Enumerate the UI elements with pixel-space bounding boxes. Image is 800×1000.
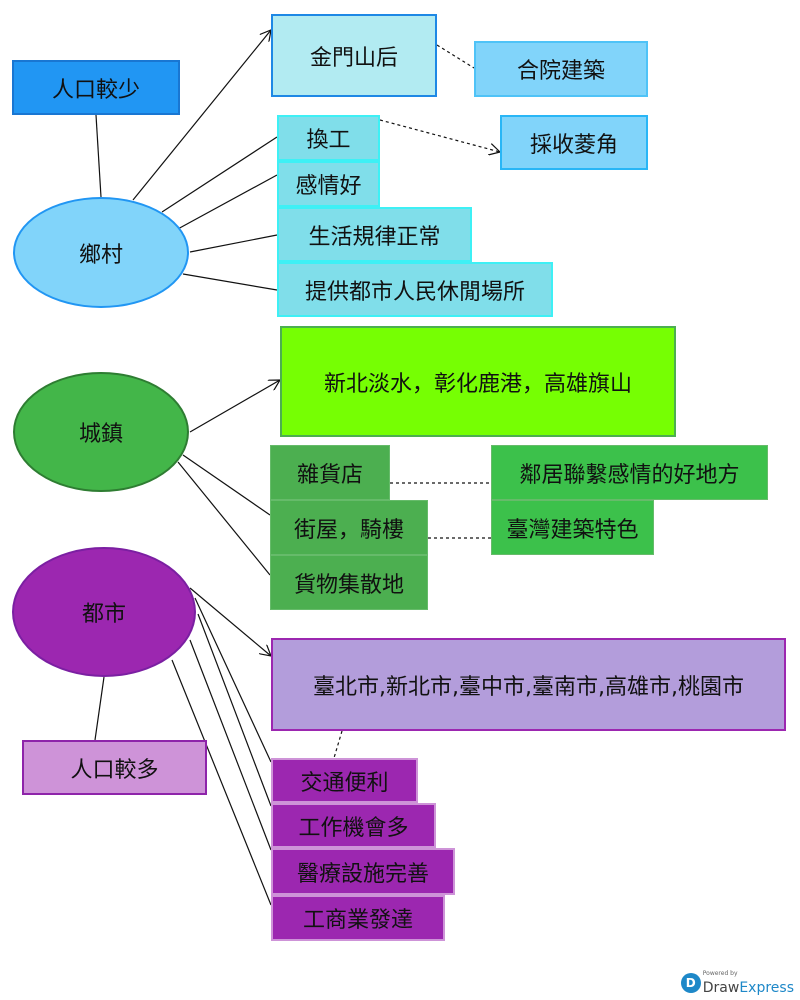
city-center-node[interactable]: 都市: [12, 547, 196, 677]
rural-item-detail-node[interactable]: 採收菱角: [500, 115, 648, 170]
town-item-node[interactable]: 雜貨店: [270, 445, 390, 500]
logo-express-text: Express: [739, 980, 794, 996]
town-examples-node[interactable]: 新北淡水，彰化鹿港，高雄旗山: [280, 326, 676, 437]
city-population-node[interactable]: 人口較多: [22, 740, 207, 795]
town-detail-node[interactable]: 鄰居聯繫感情的好地方: [491, 445, 768, 500]
town-item-node[interactable]: 街屋，騎樓: [270, 500, 428, 555]
city-item-node[interactable]: 工作機會多: [271, 803, 436, 848]
city-item-node[interactable]: 工商業發達: [271, 895, 445, 941]
rural-example-feature-node[interactable]: 合院建築: [474, 41, 648, 97]
rural-population-node[interactable]: 人口較少: [12, 60, 180, 115]
rural-center-node[interactable]: 鄉村: [13, 197, 189, 308]
city-item-node[interactable]: 交通便利: [271, 758, 418, 803]
logo-powered-text: Powered by: [702, 970, 738, 977]
town-center-node[interactable]: 城鎮: [13, 372, 189, 492]
rural-item-node[interactable]: 生活規律正常: [277, 207, 472, 262]
town-item-node[interactable]: 貨物集散地: [270, 555, 428, 610]
rural-item-node[interactable]: 提供都市人民休閒場所: [277, 262, 553, 317]
drawexpress-logo-icon: D: [680, 973, 701, 993]
logo-draw-text: Draw: [702, 980, 740, 996]
rural-example-node[interactable]: 金門山后: [271, 14, 437, 97]
city-examples-node[interactable]: 臺北市,新北市,臺中市,臺南市,高雄市,桃園市: [271, 638, 786, 731]
town-detail-node[interactable]: 臺灣建築特色: [491, 500, 654, 555]
drawexpress-logo: D Powered by DrawExpress: [680, 970, 794, 996]
rural-item-node[interactable]: 感情好: [277, 161, 380, 207]
city-item-node[interactable]: 醫療設施完善: [271, 848, 455, 895]
rural-item-node[interactable]: 換工: [277, 115, 380, 161]
